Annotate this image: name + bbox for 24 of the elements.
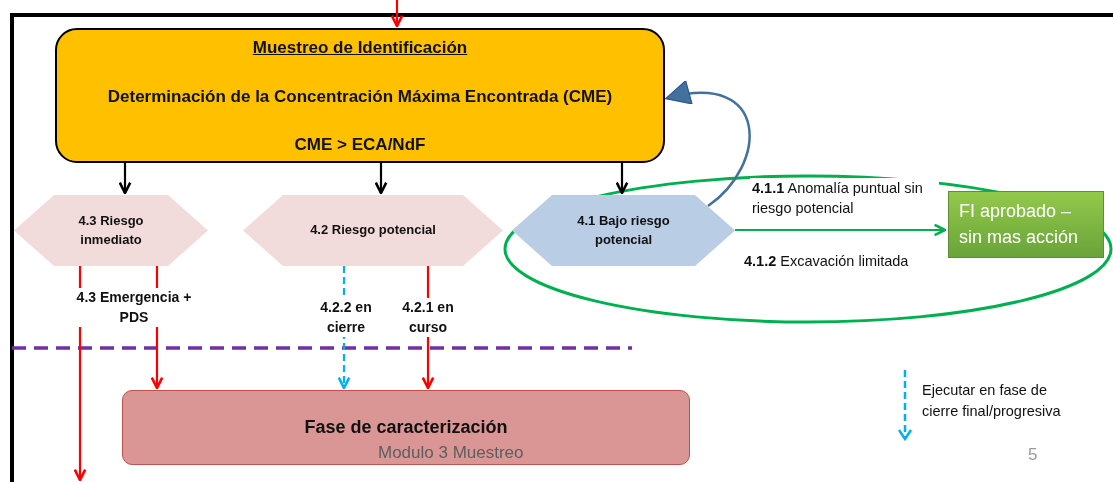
arrow <box>374 163 388 195</box>
phase-text: Fase de caracterización <box>304 417 508 438</box>
hexagon-node <box>14 195 208 266</box>
edge-label: 4.1.1 Anomalía puntual sin riesgo potencial <box>750 178 939 219</box>
annotation-text: 4.1.2 Excavación limitada <box>744 252 909 271</box>
arrow <box>665 81 751 207</box>
condition-text: CME > ECA/NdF <box>294 135 426 155</box>
node-text: 4.1 Bajo riesgo potencial <box>576 211 671 249</box>
hexagon-node <box>243 195 503 266</box>
page-number: 5 <box>1028 444 1038 466</box>
process-box <box>55 28 665 163</box>
node-text: 4.2 Riesgo potencial <box>310 221 436 240</box>
arrow <box>390 0 404 28</box>
arrow <box>735 223 947 237</box>
result-text: FI aprobado – sin mas acción <box>959 200 1080 249</box>
box-text: Determinación de la Concentración Máxima Encontrada (CME) <box>107 86 613 107</box>
footer-text: Modulo 3 Muestreo <box>378 442 524 464</box>
box-heading: Muestreo de Identificación <box>252 38 468 58</box>
node-text: 4.3 Riesgo inmediato <box>77 211 145 249</box>
legend-text: Ejecutar en fase de cierre final/progresiva <box>922 381 1062 421</box>
hexagon-node <box>512 195 735 266</box>
result-box <box>948 191 1104 258</box>
phase-box <box>122 390 690 465</box>
arrow <box>118 163 132 195</box>
